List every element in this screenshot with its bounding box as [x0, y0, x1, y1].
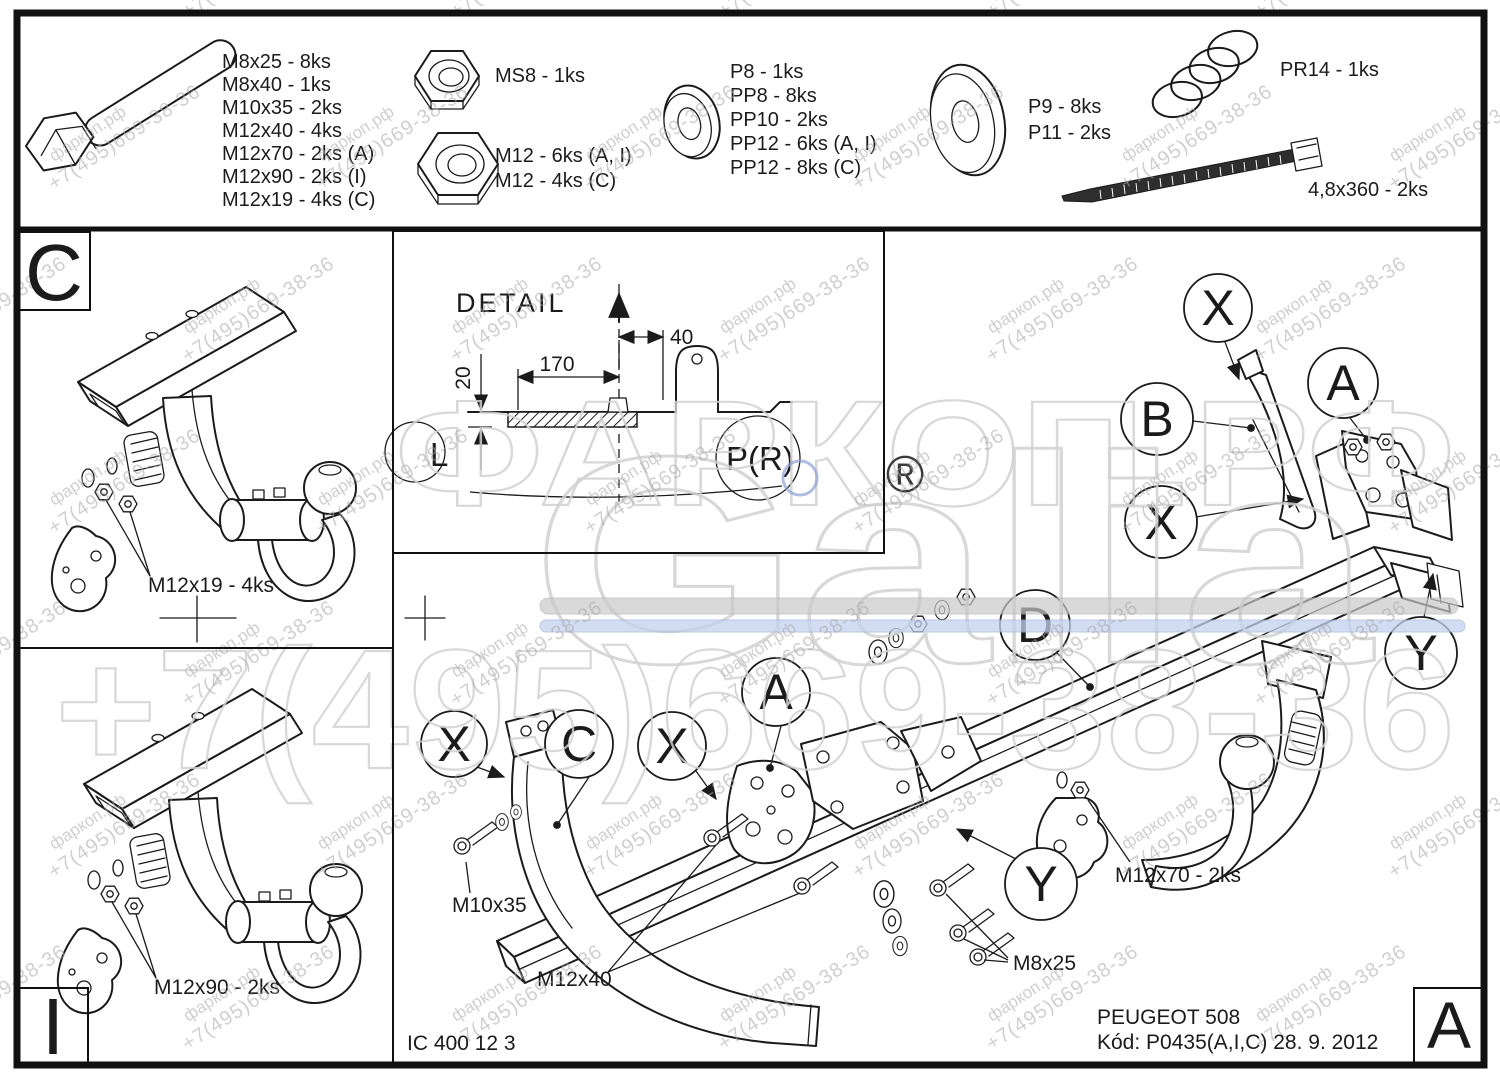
lock-nut-icon: [414, 50, 480, 110]
panel-c: M12x19 - 4ks: [52, 287, 356, 643]
nut-small-label: MS8 - 1ks: [495, 65, 585, 87]
ghost-watermarks: ФАРКОП.РФ Galia +7(495)669-38-36 ®: [54, 368, 1466, 806]
panel-i-letter: I: [42, 982, 64, 1071]
callout-letter: C: [561, 716, 597, 772]
washer-large-icon: [929, 63, 1007, 177]
parts-strip: M8x25 - 8ks M8x40 - 1ks M10x35 - 2ks M12…: [24, 29, 1428, 211]
main-assembly: [453, 349, 1464, 1047]
dim-170: 170: [539, 353, 574, 376]
callout-c: C: [544, 709, 614, 779]
callout-x2: X: [1124, 485, 1198, 559]
detail-title: DETAIL: [456, 288, 567, 318]
ghost-gray-bar: [539, 597, 1459, 615]
nut-large-label: M12 - 6ks (A, I): [495, 145, 632, 167]
bolt-line: M12x40 - 4ks: [222, 120, 342, 142]
callout-letter: X: [655, 718, 688, 774]
ghost-blue-ring-icon: [781, 459, 819, 497]
hex-nut-icon: [417, 132, 499, 205]
dim-20: 20: [452, 366, 475, 389]
nut-large-label: M12 - 4ks (C): [495, 170, 616, 192]
panel-c-letter: C: [25, 228, 83, 317]
callout-letter: Y: [1024, 856, 1057, 912]
ghost-phone-text: +7(495)669-38-36: [55, 615, 1455, 805]
callout-letter: X: [1144, 494, 1177, 550]
footer-code-line: Kód: P0435(A,I,C) 28. 9. 2012: [1097, 1031, 1378, 1054]
frame-lines: [13, 9, 1488, 1069]
sheet-texts: C I A IC 400 12 3 PEUGEOT 508 Kód: P0435…: [25, 228, 1471, 1071]
footer-model: PEUGEOT 508: [1097, 1006, 1240, 1029]
washer-small-icon: [663, 84, 721, 160]
bolt-line: M12x90 - 2ks (I): [222, 166, 366, 188]
footer-code-left: IC 400 12 3: [407, 1032, 516, 1055]
ghost-cyrillic-text: ФАРКОП.РФ: [395, 369, 1455, 537]
dim-40: 40: [670, 326, 693, 349]
washer-large-label: P9 - 8ks: [1028, 96, 1101, 118]
ghost-brand-text: Galia: [532, 395, 1374, 725]
registered-mark-icon: ®: [886, 446, 924, 504]
ghost-blue-bar: [539, 619, 1466, 633]
label-m10x35: M10x35: [452, 894, 527, 917]
callout-b: B: [1120, 382, 1194, 456]
label-m12x40: M12x40: [537, 968, 612, 991]
bolt-line: M10x35 - 2ks: [222, 97, 342, 119]
washer-label: PP8 - 8ks: [730, 85, 817, 107]
washer-label: P8 - 1ks: [730, 61, 803, 83]
corner-variant-letter: A: [1427, 988, 1471, 1062]
zone-right-label: P(R): [726, 440, 794, 477]
panel-i-note: M12x90 - 2ks: [154, 976, 280, 999]
callout-x3: X: [420, 710, 488, 778]
callout-letter: A: [1326, 355, 1360, 411]
bolt-line: M8x40 - 1ks: [222, 74, 331, 96]
callout-y2: Y: [1004, 847, 1078, 921]
callout-letter: X: [437, 716, 470, 772]
washer-small-labels: P8 - 1ks PP8 - 8ks PP10 - 2ks PP12 - 6ks…: [730, 61, 877, 179]
detail-drawing: DETAIL 170 40 20 L P(R): [384, 284, 801, 641]
assembly-labels: M10x35 M12x40 M8x25 M12x70 - 2ks: [452, 799, 1241, 991]
bolt-line: M12x70 - 2ks (A): [222, 143, 374, 165]
bolt-line: M12x19 - 4ks (C): [222, 189, 375, 211]
callout-letter: Y: [1404, 625, 1437, 681]
callout-letter: A: [759, 664, 793, 720]
cable-tie-icon: [1061, 137, 1323, 203]
bolt-line: M8x25 - 8ks: [222, 51, 331, 73]
spring-icon: [1151, 29, 1259, 119]
washer-label: PP10 - 2ks: [730, 109, 828, 131]
callout-a1: A: [1307, 347, 1379, 419]
zone-left-label: L: [430, 436, 448, 473]
label-m12x70: M12x70 - 2ks: [1115, 864, 1241, 887]
bolt-icon: [24, 39, 237, 172]
label-m8x25: M8x25: [1013, 952, 1076, 975]
cable-tie-label: 4,8x360 - 2ks: [1308, 179, 1428, 201]
callout-y1: Y: [1384, 616, 1458, 690]
washer-label: PP12 - 6ks (A, I): [730, 133, 877, 155]
bolt-size-list: M8x25 - 8ks M8x40 - 1ks M10x35 - 2ks M12…: [222, 51, 375, 211]
callouts: X A B X Y D X C X A Y: [420, 273, 1458, 921]
callout-x1: X: [1183, 273, 1253, 343]
panel-c-note: M12x19 - 4ks: [148, 574, 274, 597]
spring-label: PR14 - 1ks: [1280, 59, 1379, 81]
panel-i: M12x90 - 2ks: [58, 689, 362, 1013]
washer-large-label: P11 - 2ks: [1028, 122, 1111, 144]
washer-label: PP12 - 8ks (C): [730, 157, 861, 179]
callout-letter: X: [1201, 280, 1234, 336]
callout-letter: B: [1140, 391, 1173, 447]
callout-a2: A: [741, 657, 811, 727]
callout-x4: X: [637, 711, 707, 781]
